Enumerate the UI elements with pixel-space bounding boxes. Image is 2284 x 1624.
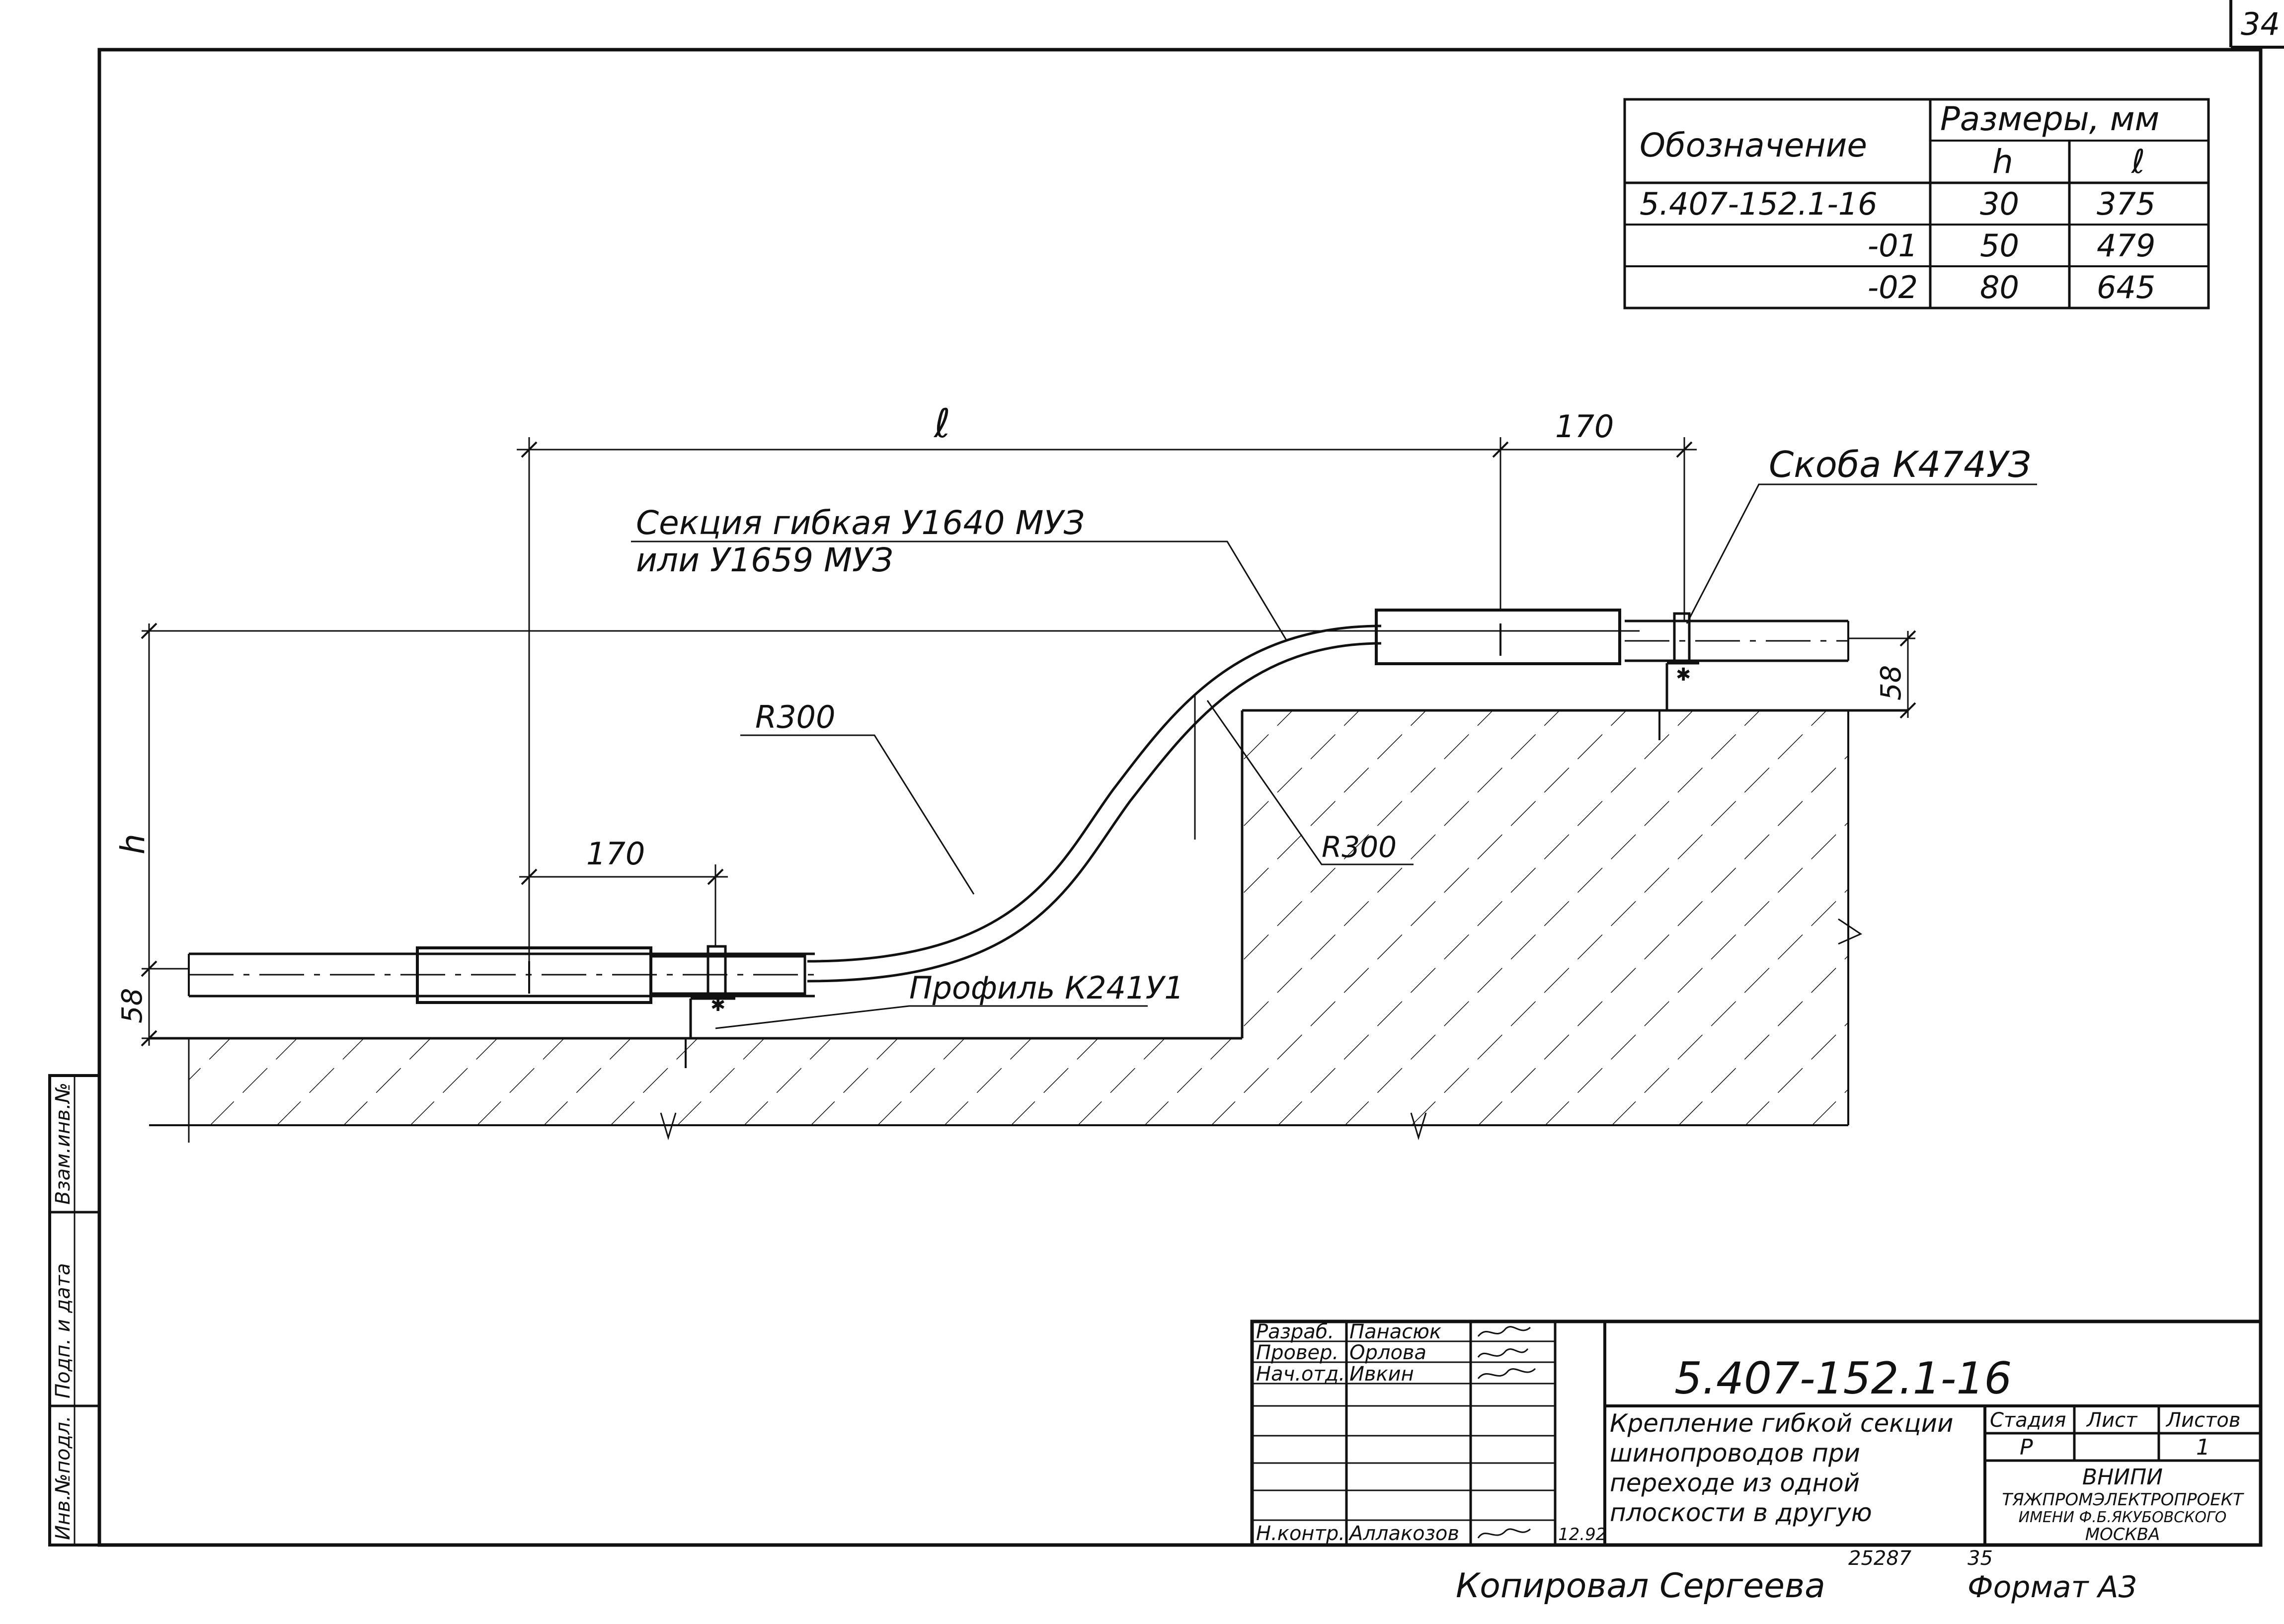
dimension-170-bottom-group: 170	[519, 836, 728, 946]
dimension-58-right: 58	[1875, 665, 1907, 700]
signature-role: Разраб.	[1256, 1320, 1334, 1343]
side-stamp: Взам.инв.№ Подп. и дата Инв.№подл.	[48, 1074, 101, 1547]
callout-flexible-section: Секция гибкая У1640 МУЗ или У1659 МУЗ	[631, 504, 1288, 641]
title-line: плоскости в другую	[1610, 1498, 1872, 1527]
side-stamp-replace-inv: Взам.инв.№	[52, 1083, 75, 1205]
busbar-route	[188, 609, 1849, 1004]
table-header-sizes: Размеры, мм	[1940, 100, 2159, 138]
table-cell-h: 30	[1980, 186, 2019, 222]
svg-text:✱: ✱	[710, 995, 725, 1015]
dimension-58-left: 58	[116, 988, 149, 1023]
callout-section-line1: Секция гибкая У1640 МУЗ	[636, 504, 1085, 542]
flexible-section-bend	[807, 624, 1382, 963]
inventory-number: 25287	[1848, 1547, 1912, 1570]
table-cell-h: 50	[1980, 228, 2019, 264]
table-header-l: ℓ	[2131, 143, 2145, 181]
sheets-value: 1	[2196, 1435, 2210, 1460]
table-cell-l: 645	[2097, 269, 2155, 306]
title-line: шинопроводов при	[1610, 1439, 1860, 1468]
table-cell-l: 479	[2097, 228, 2155, 264]
svg-text:✱: ✱	[1676, 665, 1691, 685]
callout-radius-right: R300	[1206, 700, 1414, 865]
bottom-page-number: 35	[1968, 1547, 1993, 1570]
copied-by: Копировал Сергеева	[1456, 1566, 1825, 1606]
radius-left-label: R300	[755, 699, 835, 735]
dimension-l-label: ℓ	[933, 400, 950, 447]
radius-right-label: R300	[1322, 830, 1397, 864]
callout-bracket-label: Скоба К474УЗ	[1769, 444, 2031, 485]
size-table: Обозначение Размеры, мм h ℓ 5.407-152.1-…	[1623, 98, 2210, 309]
floor-hatching	[149, 709, 1908, 1143]
signature-date: 12.92	[1558, 1525, 1606, 1545]
signature-role: Провер.	[1256, 1341, 1339, 1364]
signature-name: Орлова	[1349, 1341, 1426, 1364]
signature-name: Аллакозов	[1348, 1522, 1459, 1545]
page-number-box: 34	[2229, 0, 2284, 49]
side-stamp-inv-orig: Инв.№подл.	[52, 1415, 75, 1540]
stage-header: Стадия	[1990, 1409, 2066, 1432]
signature-name: Панасюк	[1349, 1320, 1441, 1343]
table-cell-designation: -02	[1868, 269, 1918, 306]
table-cell-designation: -01	[1868, 228, 1918, 264]
callout-bracket: Скоба К474УЗ	[1686, 444, 2037, 624]
side-stamp-sign-date: Подп. и дата	[52, 1263, 75, 1398]
support-bracket: ✱	[1658, 612, 1699, 740]
org-line: ТЯЖПРОМЭЛЕКТРОПРОЕКТ	[2002, 1490, 2244, 1510]
callout-profile-label: Профиль К241У1	[909, 970, 1184, 1006]
dimension-170-bottom: 170	[586, 836, 645, 872]
drawing-frame	[97, 48, 2263, 1547]
document-code: 5.407-152.1-16	[1674, 1353, 2012, 1404]
stage-value: Р	[2020, 1435, 2033, 1460]
dimension-h-label: h	[114, 834, 152, 854]
table-cell-designation: 5.407-152.1-16	[1640, 186, 1878, 222]
signature-name: Ивкин	[1349, 1363, 1414, 1386]
table-cell-l: 375	[2097, 186, 2155, 222]
support-profile: ✱	[681, 945, 735, 1068]
sheet-header: Лист	[2086, 1409, 2138, 1432]
format-label: Формат А3	[1968, 1570, 2137, 1605]
title-line: Крепление гибкой секции	[1610, 1409, 1954, 1438]
sheets-header: Листов	[2165, 1409, 2240, 1432]
title-line: переходе из одной	[1610, 1469, 1860, 1497]
org-line: МОСКВА	[2085, 1525, 2160, 1545]
page-number: 34	[2241, 6, 2280, 42]
table-header-designation: Обозначение	[1640, 126, 1867, 164]
dimension-h: h 58	[114, 622, 1640, 1047]
table-header-h: h	[1992, 143, 2013, 181]
callout-radius-left: R300	[740, 699, 975, 895]
callout-profile: Профиль К241У1	[715, 970, 1184, 1029]
org-line: ИМЕНИ Ф.Б.ЯКУБОВСКОГО	[2019, 1509, 2227, 1526]
dimension-170-top: 170	[1555, 408, 1614, 445]
org-line: ВНИПИ	[2082, 1465, 2163, 1490]
handwritten-signatures	[1477, 1326, 1536, 1539]
table-cell-h: 80	[1980, 269, 2019, 306]
coupling-right	[1375, 609, 1621, 665]
dimension-l: ℓ 170	[517, 400, 1697, 974]
dimension-58-right-group: 58	[1848, 630, 1916, 719]
callout-section-line2: или У1659 МУЗ	[636, 541, 893, 579]
title-block: Разраб. Панасюк Провер. Орлова Нач.отд. …	[1250, 1319, 2263, 1547]
signature-role: Н.контр.	[1256, 1522, 1345, 1545]
signature-role: Нач.отд.	[1256, 1363, 1345, 1386]
